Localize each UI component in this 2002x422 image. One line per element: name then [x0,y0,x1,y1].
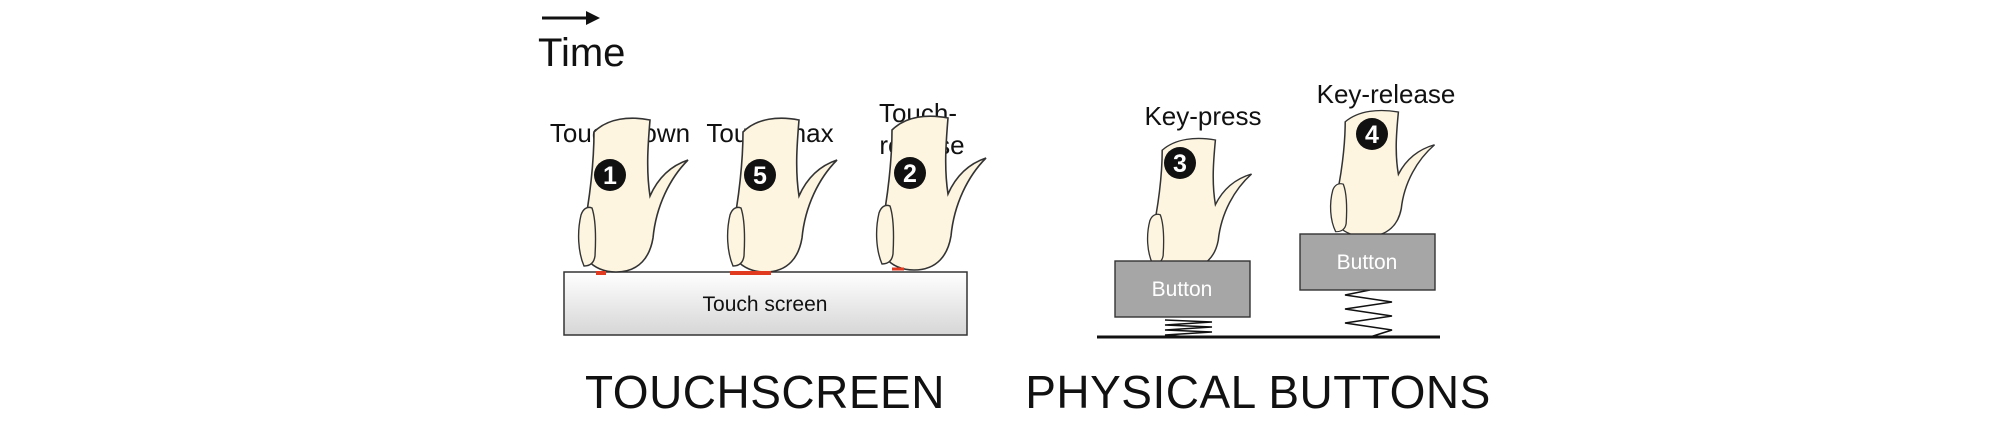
stage-number-5: 5 [753,162,767,190]
stage-number-2: 2 [903,160,917,188]
stage-marker-4 [1356,118,1388,150]
spring-compressed [1164,319,1213,338]
finger-touch-release [875,115,987,271]
physical-buttons-panel: Key-press 3 Button Key-release 4 Button … [1025,79,1491,418]
touch-screen-label: Touch screen [703,293,828,316]
touch-screen-surface [563,271,968,336]
stage-number-1: 1 [603,162,617,190]
stage-marker-2 [894,157,926,189]
stage-number-3: 3 [1173,150,1187,178]
stage-marker-3 [1164,147,1196,179]
time-label: Time [538,31,625,75]
time-arrow [542,11,600,25]
touchscreen-panel: Touch screen Touch-down 1 Touch-max 5 To… [550,98,987,418]
physical-buttons-section-title: PHYSICAL BUTTONS [1025,366,1491,418]
button-pressed [1114,260,1251,318]
stage-label-key-press: Key-press [1144,101,1261,131]
touchscreen-section-title: TOUCHSCREEN [585,366,945,418]
finger-key-press [1146,137,1253,270]
spring-extended [1344,289,1393,338]
button-released [1299,233,1436,291]
stage-marker-5 [744,159,776,191]
stage-number-4: 4 [1365,121,1379,149]
stage-label-key-release: Key-release [1317,79,1456,109]
button-released-label: Button [1337,251,1398,274]
stage-marker-1 [594,159,626,191]
button-pressed-label: Button [1152,278,1213,301]
